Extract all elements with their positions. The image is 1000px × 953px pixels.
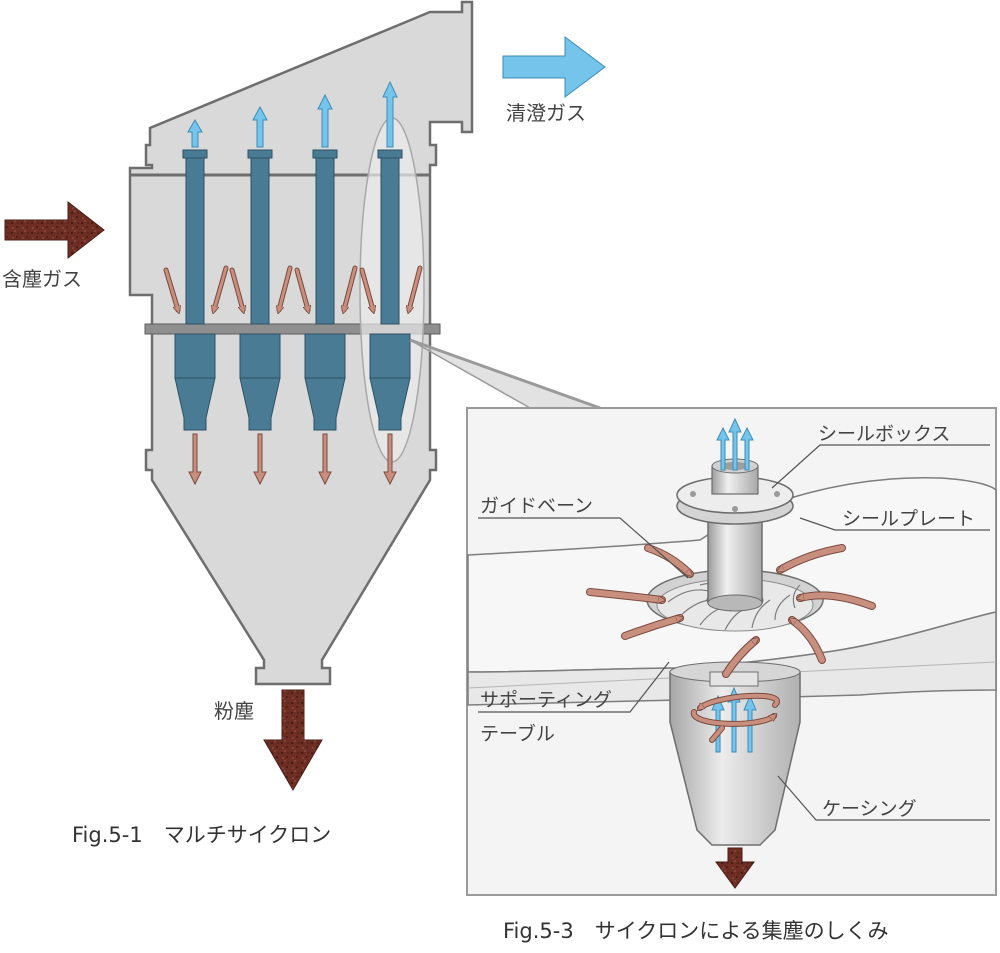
dust-outlet-arrow [263,689,323,791]
fig-5-3-caption: Fig.5-3 サイクロンによる集塵のしくみ [503,919,888,943]
support-table-label-line1: サポーティング [480,689,612,711]
dust-label: 粉塵 [214,699,254,723]
support-plate [144,323,441,335]
detail-illustration [467,417,997,889]
cyclone-4 [369,149,411,431]
seal-plate-label: シールプレート [842,508,975,530]
leader-lines [478,444,990,821]
casing-label: ケーシング [822,798,917,820]
zoom-connector [409,338,601,410]
support-table-label-line2: テーブル [480,722,555,745]
dust-down-arrows [188,433,397,486]
fig-5-1-caption: Fig.5-1 マルチサイクロン [72,823,331,847]
cyclone-3 [304,149,346,431]
inflow-arrows-fill [164,266,422,312]
dusty-gas-arrow [4,200,105,260]
clean-gas-up-arrows [187,80,398,148]
cyclone-1 [174,149,216,431]
clean-gas-arrow [502,36,606,98]
guide-vane-label: ガイドベーン [480,495,593,517]
seal-box-label: シールボックス [818,423,950,445]
clean-gas-label: 清澄ガス [506,101,586,125]
cyclone-2 [239,149,281,431]
dusty-gas-label: 含塵ガス [2,267,82,291]
